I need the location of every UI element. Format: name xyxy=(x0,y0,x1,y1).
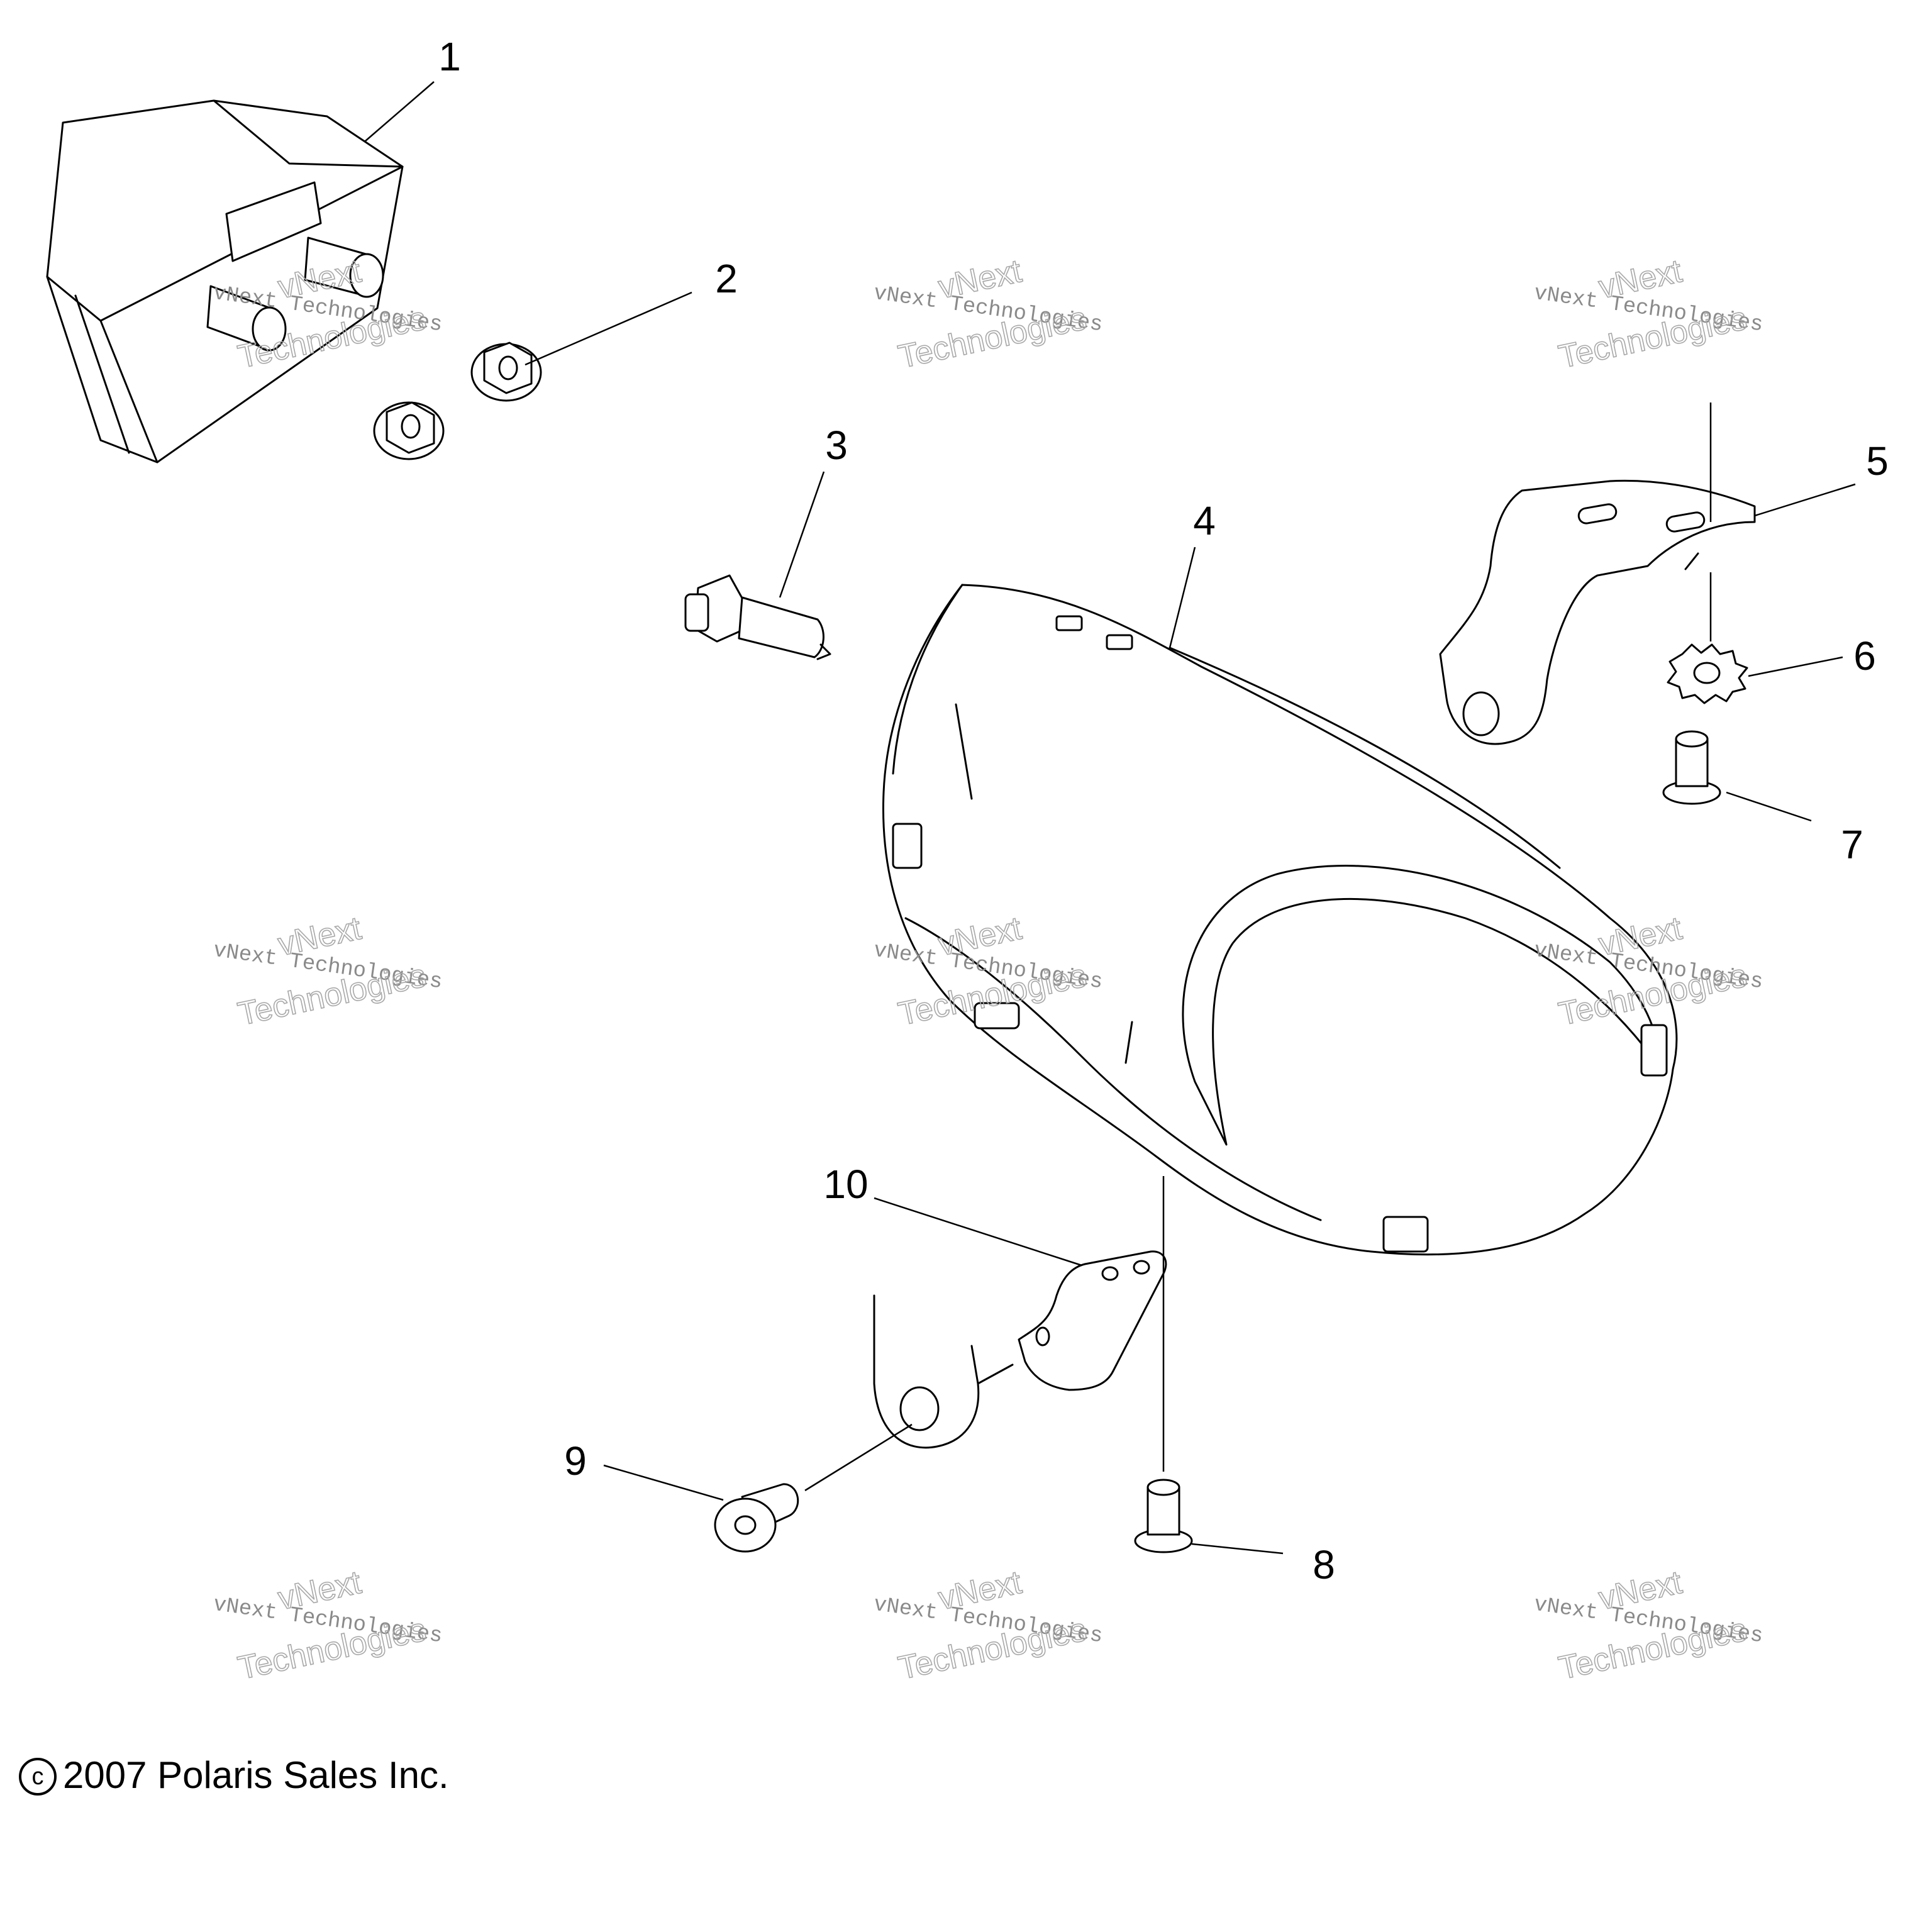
callout-8: 8 xyxy=(1313,1542,1335,1587)
part-9-shoulder-bolt xyxy=(714,1483,799,1553)
part-7-screw xyxy=(1662,730,1721,805)
callout-5: 5 xyxy=(1866,438,1889,484)
part-1-housing xyxy=(46,99,404,464)
part-8-screw xyxy=(1134,1479,1193,1553)
callout-numbers: 1 2 3 4 5 6 7 8 9 10 xyxy=(438,34,1889,1587)
leader-lines xyxy=(364,81,1856,1555)
watermark: vNext vNext Technologies Technologies xyxy=(1533,252,1765,376)
part-5-upper-bracket xyxy=(1439,479,1756,745)
part-6-lock-washer xyxy=(1667,643,1748,704)
copyright-symbol: c xyxy=(19,1758,57,1796)
part-2-flange-nuts xyxy=(373,341,542,460)
callout-10: 10 xyxy=(823,1162,868,1207)
callout-9: 9 xyxy=(564,1438,587,1484)
watermark: vNext vNext Technologies Technologies xyxy=(872,252,1104,376)
watermark-grid: vNext vNext Technologies Technologies vN… xyxy=(212,252,1765,1687)
callout-4: 4 xyxy=(1193,498,1216,543)
callout-1: 1 xyxy=(438,34,461,79)
watermark: vNext vNext Technologies Technologies xyxy=(872,1563,1104,1687)
watermark: vNext vNext Technologies Technologies xyxy=(212,909,444,1033)
callout-2: 2 xyxy=(715,256,738,301)
watermark: vNext vNext Technologies Technologies xyxy=(1533,1563,1765,1687)
part-4-headlight-housing xyxy=(882,584,1678,1256)
callout-7: 7 xyxy=(1841,822,1863,867)
callout-3: 3 xyxy=(825,423,848,468)
part-10-lower-bracket xyxy=(873,1250,1167,1449)
callout-6: 6 xyxy=(1853,633,1876,679)
copyright-text: 2007 Polaris Sales Inc. xyxy=(63,1754,449,1796)
watermark: vNext vNext Technologies Technologies xyxy=(212,1563,444,1687)
part-3-headlight-bulb xyxy=(684,574,831,660)
